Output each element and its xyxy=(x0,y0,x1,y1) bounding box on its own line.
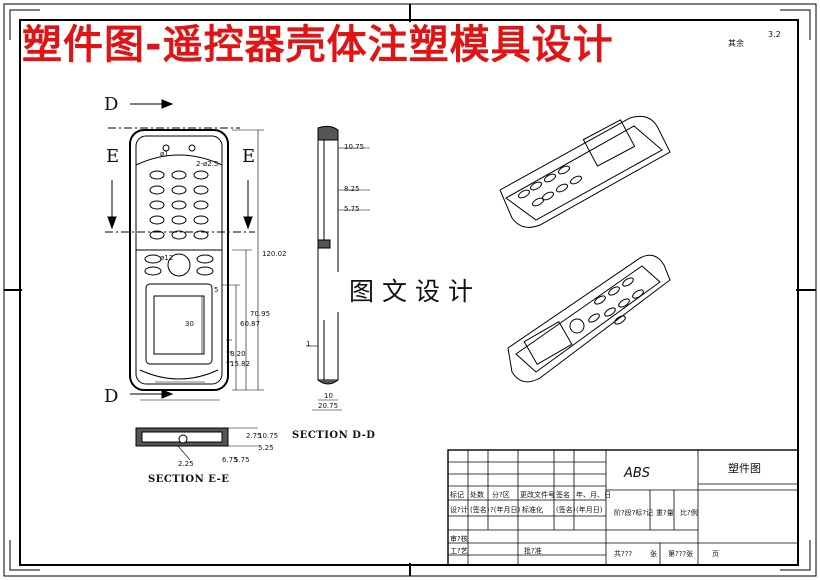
dim-side-4: 1 xyxy=(306,340,311,348)
dim-lower-length: 70.95 xyxy=(250,310,271,318)
dim-joystick: ø12 xyxy=(160,254,174,262)
tb-design-5: (年月日) xyxy=(576,506,603,514)
drawing-title: 塑件图-遥控器壳体注塑模具设计 xyxy=(22,22,614,68)
tb-scale: 比?例 xyxy=(680,509,698,517)
section-e-label-left: E xyxy=(106,146,120,167)
title-block-material: ABS xyxy=(624,466,651,481)
tb-design-0: 设?计 xyxy=(450,506,468,514)
watermark-text: 图文设计 xyxy=(330,272,500,312)
tb-header-0: 标记 xyxy=(450,491,464,499)
dim-edge: 5 xyxy=(214,286,219,294)
tb-header-5: 年、月、日 xyxy=(576,491,611,499)
tb-design-3: 标准化 xyxy=(522,506,543,514)
dim-total-length: 120.02 xyxy=(262,250,287,258)
section-ee-caption: SECTION E-E xyxy=(148,474,230,485)
dim-screen-offset: 60.87 xyxy=(240,320,261,328)
tb-sheet-no: 第???张 xyxy=(668,550,694,558)
dim-sec-1: 2.25 xyxy=(178,460,194,468)
roughness-prefix: 其余 xyxy=(728,39,744,48)
dim-screen-height: 30 xyxy=(185,320,194,328)
section-d-label-top: D xyxy=(104,94,119,115)
dim-side-6: 20.75 xyxy=(318,402,339,410)
section-d-label-bottom: D xyxy=(104,386,119,407)
dim-bottom-2: 8.20 xyxy=(230,350,246,358)
tb-design-1: (签名) xyxy=(470,506,490,514)
tb-sheet-label: 张 xyxy=(650,550,657,558)
tb-header-3: 更改文件号 xyxy=(520,491,555,499)
tb-stage: 阶?段?标?记 xyxy=(614,509,654,517)
dim-side-1: 10.75 xyxy=(344,143,365,151)
dim-holes-2: 2-ø2.5 xyxy=(196,160,219,168)
dim-side-3: 5.75 xyxy=(344,205,360,213)
dim-sec-4: 2.75 xyxy=(246,432,262,440)
tb-approve: 批?准 xyxy=(524,547,542,555)
dim-sec-2: 6.75 xyxy=(222,456,238,464)
tb-header-1: 处数 xyxy=(470,491,484,499)
dim-side-5: 10 xyxy=(324,392,333,400)
tb-design-4: (签名) xyxy=(556,506,576,514)
section-e-label-right: E xyxy=(242,146,256,167)
dim-sec-5: 10.75 xyxy=(258,432,279,440)
dim-bottom-1: 15.82 xyxy=(230,360,251,368)
tb-design-2: ?(年月日) xyxy=(490,506,521,514)
tb-weight: 重?量 xyxy=(656,509,674,517)
dim-side-2: 8.25 xyxy=(344,185,360,193)
dim-sec-6: 5.25 xyxy=(258,444,274,452)
tb-sheet-total: 共??? xyxy=(614,550,633,558)
tb-header-4: 签名 xyxy=(556,491,570,499)
tb-review: 审?核 xyxy=(450,535,468,543)
dim-hole: ø1 xyxy=(160,150,169,158)
tb-process: 工?艺 xyxy=(450,547,468,555)
dim-sec-3: 5.75 xyxy=(234,456,250,464)
tb-sheet-unit: 页 xyxy=(712,550,719,558)
roughness-value: 3.2 xyxy=(768,30,781,39)
section-dd-caption: SECTION D-D xyxy=(292,430,376,441)
tb-header-2: 分?区 xyxy=(492,491,510,499)
title-block-part-name: 塑件图 xyxy=(728,462,761,475)
